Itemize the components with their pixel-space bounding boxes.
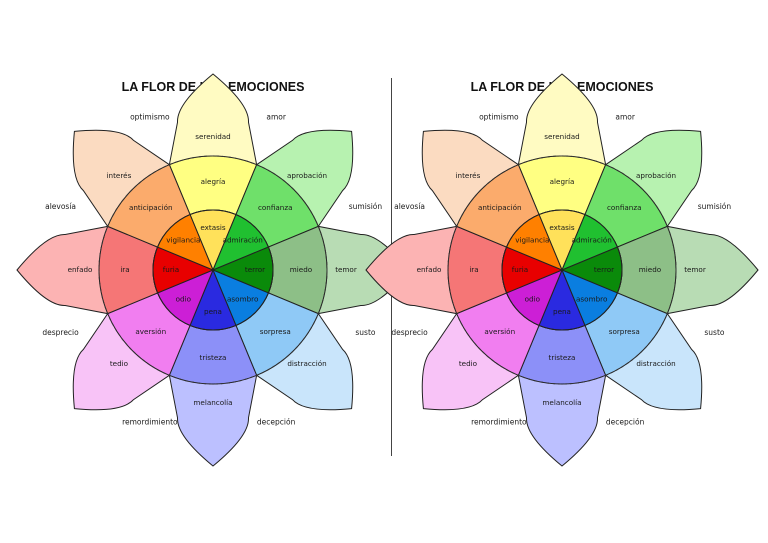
emotion-label: terror	[245, 265, 265, 274]
emotion-label: tedio	[110, 359, 128, 368]
dyad-label: decepción	[257, 417, 296, 426]
dyad-label: remordimiento	[471, 417, 527, 426]
petal-southwest	[72, 269, 214, 411]
emotion-label: odio	[525, 295, 540, 304]
petal-northeast	[212, 129, 354, 271]
petal-north	[517, 73, 607, 272]
petal-southeast	[212, 269, 354, 411]
petal-southwest	[421, 269, 563, 411]
dyad-labels: amor sumisión susto decepción remordimiento d…	[391, 113, 731, 427]
emotion-label: terror	[594, 265, 614, 274]
petal-south	[168, 268, 258, 467]
inner-ring	[152, 209, 274, 331]
emotion-label: extasis	[200, 223, 226, 232]
petal-east	[560, 225, 759, 315]
petal-northwest	[421, 129, 563, 271]
emotion-label: tristeza	[200, 353, 227, 362]
emotion-label: ira	[120, 265, 129, 274]
dyad-label: alevosía	[394, 202, 425, 211]
emotion-label: alegría	[201, 177, 226, 186]
dyad-label: desprecio	[42, 328, 79, 337]
emotion-label: miedo	[639, 265, 661, 274]
emotion-label: temor	[335, 265, 357, 274]
petal-west	[16, 225, 215, 315]
emotion-labels: serenidad alegría extasis aprobación confian…	[417, 132, 706, 407]
emotion-label: tedio	[459, 359, 477, 368]
emotion-label: aversión	[484, 327, 515, 336]
emotion-label: anticipación	[129, 203, 173, 212]
emotion-label: distracción	[287, 359, 326, 368]
emotion-label: anticipación	[478, 203, 522, 212]
emotion-label: melancolía	[193, 398, 232, 407]
dyad-labels: amor sumisión susto decepción remordimiento d…	[42, 113, 382, 427]
emotion-label: serenidad	[195, 132, 230, 141]
petal-north	[168, 73, 258, 272]
emotion-label: enfado	[68, 265, 93, 274]
emotion-label: vigilancia	[166, 235, 200, 244]
emotion-label: melancolía	[542, 398, 581, 407]
emotion-label: admiración	[572, 235, 612, 244]
emotion-label: odio	[176, 295, 191, 304]
dashed-ring	[447, 155, 677, 385]
emotion-label: confianza	[607, 203, 642, 212]
emotion-label: distracción	[636, 359, 675, 368]
dyad-label: alevosía	[45, 202, 76, 211]
emotion-label: extasis	[549, 223, 575, 232]
petal-northwest	[72, 129, 214, 271]
emotion-label: miedo	[290, 265, 312, 274]
petal-south	[517, 268, 607, 467]
emotion-label: sorpresa	[260, 327, 291, 336]
dyad-label: sumisión	[698, 202, 732, 211]
petal-northeast	[561, 129, 703, 271]
flower-panel-right: LA FLOR DE LAS EMOCIONES serenidadalegrí…	[365, 73, 759, 467]
emotion-wheel: serenidad alegría extasis aprobación confian…	[365, 73, 759, 467]
emotion-labels: serenidad alegría extasis aprobación confian…	[68, 132, 357, 407]
dyad-label: susto	[704, 328, 725, 337]
inner-ring	[501, 209, 623, 331]
dashed-ring	[98, 155, 328, 385]
dyad-label: sumisión	[349, 202, 383, 211]
emotion-label: aprobación	[287, 171, 327, 180]
emotion-label: enfado	[417, 265, 442, 274]
dyad-label: desprecio	[391, 328, 428, 337]
emotion-label: admiración	[223, 235, 263, 244]
emotion-label: asombro	[576, 295, 607, 304]
emotion-label: aversión	[135, 327, 166, 336]
emotion-label: asombro	[227, 295, 258, 304]
emotion-label: alegría	[550, 177, 575, 186]
dyad-label: susto	[355, 328, 376, 337]
emotion-label: tristeza	[549, 353, 576, 362]
dyad-label: optimismo	[130, 113, 170, 122]
emotion-label: pena	[553, 307, 571, 316]
emotion-wheel: serenidad alegría extasis aprobación confian…	[16, 73, 410, 467]
emotion-label: ira	[469, 265, 478, 274]
dyad-label: optimismo	[479, 113, 519, 122]
dyad-label: amor	[266, 113, 286, 122]
emotion-label: interés	[107, 171, 132, 180]
dyad-label: decepción	[606, 417, 645, 426]
emotion-label: serenidad	[544, 132, 579, 141]
emotion-label: confianza	[258, 203, 293, 212]
emotion-label: pena	[204, 307, 222, 316]
emotion-label: interés	[456, 171, 481, 180]
emotion-label: temor	[684, 265, 706, 274]
flower-panel-left: LA FLOR DE LAS EMOCIONES serenidadalegrí…	[16, 73, 410, 467]
petal-southeast	[561, 269, 703, 411]
emotion-label: furia	[512, 265, 528, 274]
emotion-label: vigilancia	[515, 235, 549, 244]
emotion-label: furia	[163, 265, 179, 274]
emotion-label: sorpresa	[609, 327, 640, 336]
emotion-label: aprobación	[636, 171, 676, 180]
dyad-label: remordimiento	[122, 417, 178, 426]
dyad-label: amor	[615, 113, 635, 122]
